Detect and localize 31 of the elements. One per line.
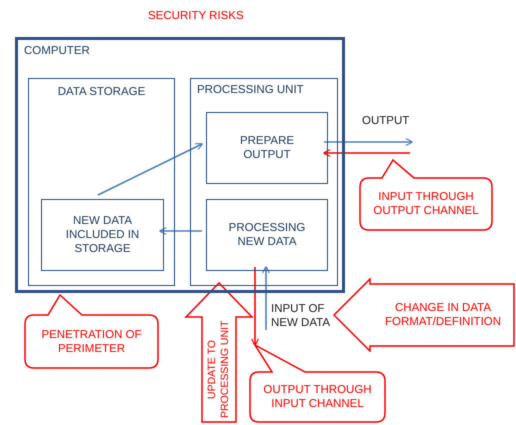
arrow [262,266,270,330]
arrow-text: CHANGE IN DATA FORMAT/DEFINITION [384,301,502,330]
block-arrow [184,282,254,423]
arrow [250,267,260,346]
process-box [206,199,328,271]
box-text: PROCESSING NEW DATA [228,221,306,250]
arrow [322,148,410,158]
unit-panel [190,78,338,286]
edge-label: INPUT OF NEW DATA [271,302,331,330]
box-heading: DATA STORAGE [56,85,146,99]
output-label: OUTPUT [362,114,412,129]
callout-bubble [250,345,385,422]
callout-text: PENETRATION OF PERIMETER [40,328,143,356]
callout-text: OUTPUT THROUGH INPUT CHANNEL [262,383,373,412]
arrow [324,138,414,146]
arrow [98,143,204,196]
box-heading: PROCESSING UNIT [197,83,304,97]
callout-bubble [360,160,492,230]
title: SECURITY RISKS [148,9,244,23]
process-box [41,199,164,271]
block-arrow [333,278,515,352]
box-text: PREPARE OUTPUT [238,134,296,163]
box-heading: COMPUTER [24,44,90,58]
process-box [206,112,328,184]
arrow [158,226,202,236]
computer-frame [15,37,345,293]
callout-text: INPUT THROUGH OUTPUT CHANNEL [372,190,480,219]
callout-bubble [25,295,158,368]
edge-label: UPDATE TO PROCESSING UNIT [205,320,232,419]
unit-panel [28,78,175,286]
box-text: NEW DATA INCLUDED IN STORAGE [64,214,140,257]
